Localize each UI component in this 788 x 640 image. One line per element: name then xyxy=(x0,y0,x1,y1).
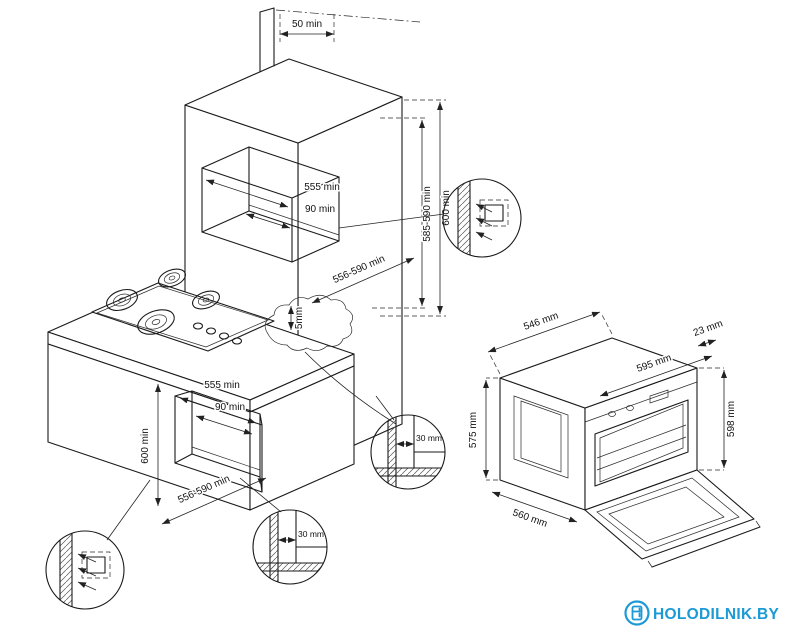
dim-hob-rear-gap: 5mm xyxy=(288,305,307,331)
burner xyxy=(158,268,186,288)
dim-top-clearance: 50 min xyxy=(279,14,335,42)
dim-label-hob-rear-gap: 5mm xyxy=(294,307,305,329)
dim-label-oven-overhang: 23 mm xyxy=(692,318,724,339)
detail-circle-vent-bottom xyxy=(45,530,125,610)
dim-label-lower-niche-width: 555 min xyxy=(204,380,240,391)
dim-label-oven-height-side: 575 mm xyxy=(468,412,479,448)
dim-label-oven-bottom-depth: 560 mm xyxy=(511,507,549,529)
dim-label-top-clearance: 50 min xyxy=(292,19,322,30)
dim-label-base-height: 600 min xyxy=(140,428,151,464)
dim-label-wall-gap-side: 30 mm xyxy=(416,433,442,443)
dim-base-height: 600 min xyxy=(139,384,161,506)
dim-label-oven-depth: 546 mm xyxy=(522,310,560,332)
dim-label-wall-gap-bottom: 30 mm xyxy=(298,529,324,539)
gas-hob xyxy=(91,268,275,352)
site-logo-text: HOLODILNIK.BY xyxy=(653,606,780,623)
connection-cloud xyxy=(264,294,397,425)
leader-lines xyxy=(106,213,445,541)
burner xyxy=(137,309,175,335)
dim-label-lower-niche-vent: 90 min xyxy=(215,402,245,413)
fridge-icon xyxy=(624,600,650,626)
vent-duct xyxy=(259,7,421,73)
control-knobs xyxy=(192,322,243,345)
dim-label-column-niche-height: 585-590 min xyxy=(422,186,433,242)
upper-oven-niche: 555 min 90 min xyxy=(201,146,341,263)
dim-label-upper-niche-width: 555 min xyxy=(304,182,340,193)
burner xyxy=(106,288,138,312)
burner xyxy=(192,290,220,310)
dim-label-upper-niche-vent: 90 min xyxy=(305,204,335,215)
dim-label-oven-height-front: 598 mm xyxy=(726,401,737,437)
detail-circle-gap-bottom: 30 mm xyxy=(252,509,328,585)
oven-door-open xyxy=(584,469,761,568)
detail-circle-gap-right: 30 mm xyxy=(370,414,446,490)
site-logo: HOLODILNIK.BY xyxy=(624,600,780,626)
detail-circle-vent-top xyxy=(442,178,522,258)
oven-drawing: 546 mm 595 mm 23 mm 598 mm 575 mm 560 mm xyxy=(467,309,761,568)
